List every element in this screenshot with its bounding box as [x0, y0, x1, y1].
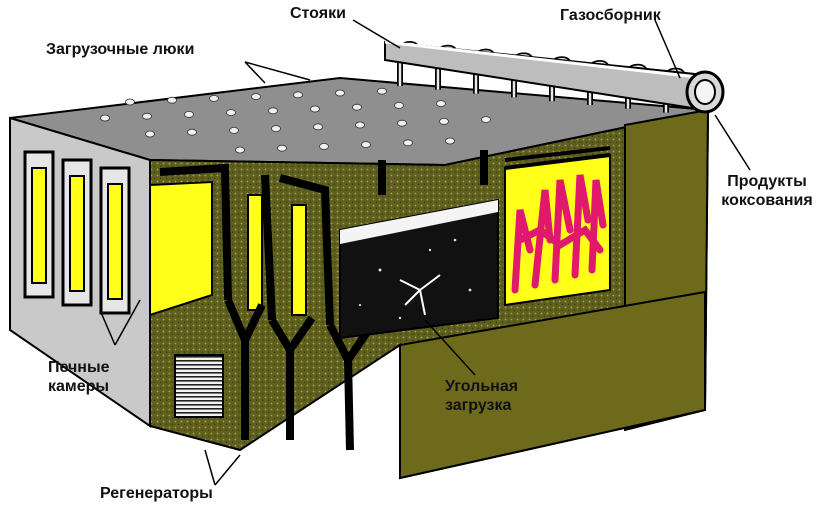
label-risers: Стояки: [290, 5, 346, 22]
charging-hatch-holes: [100, 87, 491, 154]
label-coal-charge: Угольная загрузка: [445, 378, 519, 414]
hatch-hole: [355, 121, 365, 129]
hatch-hole: [229, 126, 239, 134]
flue-channels: [159, 150, 488, 451]
door-frames: [23, 150, 131, 315]
regenerator-checker-grill: [174, 354, 224, 418]
gas-collector-main: [384, 40, 725, 114]
hatch-hole: [313, 123, 323, 131]
label-charging-hatches: Загрузочные люки: [46, 41, 195, 58]
hatch-hole: [187, 128, 197, 136]
hatch-hole: [251, 93, 261, 100]
hatch-hole: [377, 87, 387, 95]
hatch-hole: [271, 125, 281, 133]
label-gas-collector: Газосборник: [560, 7, 661, 24]
hatch-hole: [352, 103, 362, 111]
label-coking-products: Продукты коксования: [721, 173, 813, 209]
hatch-hole: [335, 89, 345, 97]
hatch-hole: [361, 141, 371, 149]
hatch-hole: [436, 100, 446, 107]
label-regenerators: Регенераторы: [100, 485, 213, 502]
hatch-hole: [310, 105, 320, 113]
hatch-hole: [397, 119, 407, 127]
hatch-hole: [394, 102, 404, 109]
lower-front-wall: [399, 290, 706, 480]
hatch-hole: [319, 142, 329, 150]
hatch-hole: [235, 146, 245, 154]
hatch-hole: [445, 137, 455, 145]
hatch-hole: [167, 96, 177, 104]
hatch-hole: [293, 91, 303, 99]
hatch-hole: [142, 112, 152, 120]
coal-specks: [358, 238, 472, 320]
leader-lines: [99, 19, 751, 486]
hatch-hole: [439, 118, 449, 125]
heating-flues: [149, 180, 307, 317]
label-oven-chambers: Печные камеры: [48, 359, 110, 395]
hatch-hole: [268, 107, 278, 115]
hatch-hole: [145, 130, 155, 138]
coke-mass: [511, 174, 607, 294]
hatch-hole: [403, 139, 413, 147]
hatch-hole: [226, 109, 236, 116]
hatch-hole: [481, 116, 491, 123]
chamber-top-bars: [504, 146, 611, 170]
hatch-hole: [100, 114, 110, 122]
hatch-hole: [277, 144, 287, 152]
hatch-hole: [209, 95, 219, 102]
hatch-hole: [125, 98, 135, 106]
hatch-hole: [184, 111, 194, 118]
coal-crack: [399, 274, 441, 316]
